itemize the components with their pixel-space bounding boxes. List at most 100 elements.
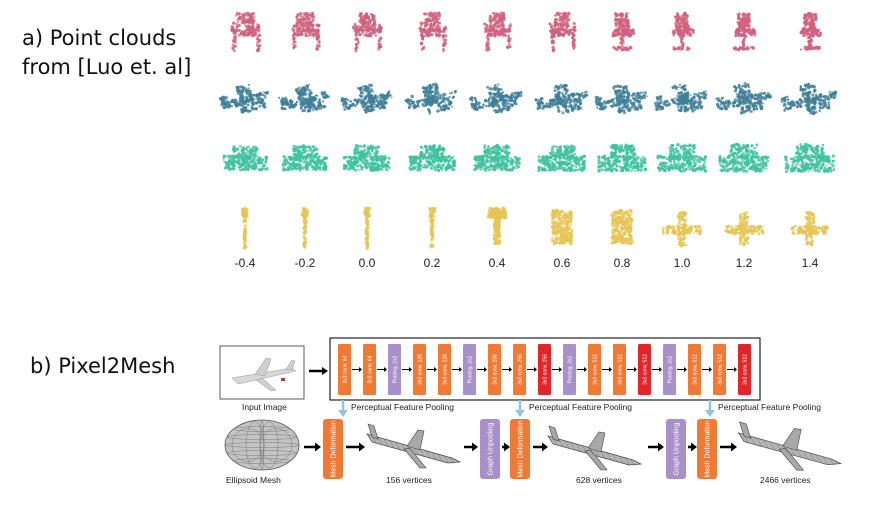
layer-label: 3x3 conv, 512 (642, 354, 648, 385)
arrow (533, 442, 548, 452)
vertex-count: 628 vertices (576, 475, 622, 485)
ellipsoid-caption: Ellipsoid Mesh (226, 475, 281, 485)
pooling-caption: Perceptual Feature Pooling (351, 402, 455, 412)
conv-layer: 3x3 conv, 512 (613, 344, 637, 395)
conv-layer: 3x3 conv, 512 (588, 344, 612, 395)
conv-layer: 3x3 conv, 512 (713, 344, 737, 395)
car-point-cloud (408, 143, 457, 173)
ellipsoid-mesh (224, 419, 300, 471)
value-label: -0.2 (294, 256, 316, 270)
layer-label: 3x3 conv, 64 (367, 355, 373, 383)
pooling-caption: Perceptual Feature Pooling (718, 402, 822, 412)
layer-label: 3x3 conv, 256 (492, 354, 498, 385)
airplane-point-cloud (340, 83, 393, 114)
value-label: 0.0 (358, 256, 376, 270)
car-point-cloud (222, 144, 269, 172)
mesh-deformation-block: Mesh Deformation (323, 419, 343, 479)
airplane-mesh (737, 421, 843, 471)
conv-layer: 3x3 conv, 256 (488, 344, 512, 395)
airplane-point-cloud (715, 82, 773, 115)
car-point-cloud (784, 142, 836, 174)
arrow (688, 442, 697, 452)
car-point-cloud (473, 143, 522, 173)
layer-label: Pooling, 2x2 (467, 356, 473, 384)
feature-pooling-arrow (515, 400, 525, 417)
part-a-title: a) Point clouds from [Luo et. al] (22, 24, 191, 82)
airplane-mesh (366, 423, 462, 469)
chair-point-cloud (418, 11, 448, 52)
mesh-deformation-block-label: Mesh Deformation (705, 420, 712, 477)
pooling-layer: Pooling, 2x2 (563, 344, 587, 395)
chair-point-cloud (548, 11, 577, 53)
layer-label: 3x3 conv, 512 (717, 354, 723, 385)
value-label: 0.4 (488, 256, 506, 270)
value-label: 1.4 (801, 256, 819, 270)
conv-layer: 3x3 conv, 512 (638, 344, 662, 395)
airplane-point-cloud (404, 82, 457, 115)
mesh-deformation-block-label: Mesh Deformation (331, 420, 338, 477)
pooling-caption: Perceptual Feature Pooling (529, 402, 633, 412)
conv-layer: 3x3 conv, 128 (438, 344, 462, 395)
airplane-point-cloud (594, 84, 648, 115)
graph-unpooling-block-label: Graph Unpooling (488, 422, 495, 475)
cnn-frame (329, 337, 761, 401)
car-point-cloud (342, 143, 391, 173)
arrow (346, 442, 365, 452)
value-label: 0.2 (423, 256, 441, 270)
mesh-deformation-block-label: Mesh Deformation (518, 420, 525, 477)
airplane-point-cloud (278, 83, 330, 113)
vertex-count: 156 vertices (386, 475, 432, 485)
lamp-to-airplane-point-cloud (661, 210, 702, 248)
airplane-point-cloud (780, 82, 838, 116)
lamp-to-airplane-point-cloud (240, 206, 249, 250)
graph-unpooling-block: Graph Unpooling (480, 419, 500, 479)
vertex-count: 2466 vertices (760, 475, 811, 485)
mesh-deformation-block: Mesh Deformation (697, 419, 717, 479)
conv-layer: 3x3 conv, 256 (513, 344, 537, 395)
layer-label: Pooling, 2x2 (392, 356, 398, 384)
lamp-to-airplane-point-cloud (486, 206, 508, 246)
pixel2mesh-diagram: 3x3 conv, 64 3x3 conv, 64 Pooling, 2x2 3x3 … (219, 337, 843, 479)
lamp-to-airplane-point-cloud (428, 206, 437, 249)
input-image-caption: Input Image (242, 402, 287, 412)
arrow-head (322, 367, 328, 375)
conv-layer: 3x3 conv, 128 (413, 344, 437, 395)
value-label: -0.4 (234, 256, 256, 270)
conv-layer: 3x3 conv, 512 (738, 344, 751, 395)
chair-point-cloud (799, 11, 823, 52)
lamp-to-airplane-point-cloud (724, 211, 765, 247)
part-b-title: b) Pixel2Mesh (30, 354, 176, 378)
lamp-to-airplane-point-cloud (300, 207, 310, 249)
layer-label: Pooling, 2x2 (667, 356, 673, 384)
arrow (304, 442, 321, 452)
mesh-deformation-block: Mesh Deformation (510, 419, 530, 479)
value-label: 1.0 (673, 256, 691, 270)
layer-label: 3x3 conv, 64 (342, 355, 348, 383)
pooling-layer: Pooling, 2x2 (388, 344, 412, 395)
chair-point-cloud (352, 12, 383, 53)
layer-label: 3x3 conv, 512 (692, 354, 698, 385)
chair-point-cloud (229, 11, 262, 53)
arrow (648, 442, 664, 452)
lamp-to-airplane-point-cloud (790, 210, 829, 247)
car-point-cloud (281, 144, 329, 172)
car-point-cloud (718, 142, 770, 174)
conv-layer: 3x3 conv, 64 (363, 344, 387, 395)
pooling-layer: Pooling, 2x2 (663, 344, 687, 395)
car-point-cloud (537, 144, 587, 173)
airplane-mesh (547, 425, 643, 471)
conv-layer: 3x3 conv, 64 (338, 344, 362, 395)
value-label: 0.6 (553, 256, 571, 270)
conv-layer: 3x3 conv, 512 (688, 344, 712, 395)
value-label: 0.8 (613, 256, 631, 270)
chair-point-cloud (611, 12, 636, 52)
layer-label: 3x3 conv, 512 (592, 354, 598, 385)
arrow (720, 442, 737, 452)
point-cloud-grid (219, 11, 838, 250)
lamp-to-airplane-point-cloud (550, 208, 574, 246)
layer-label: 3x3 conv, 512 (742, 354, 748, 385)
value-label: 1.2 (735, 256, 753, 270)
lamp-to-airplane-point-cloud (362, 206, 372, 250)
part-a-title-line1: a) Point clouds (22, 26, 177, 50)
